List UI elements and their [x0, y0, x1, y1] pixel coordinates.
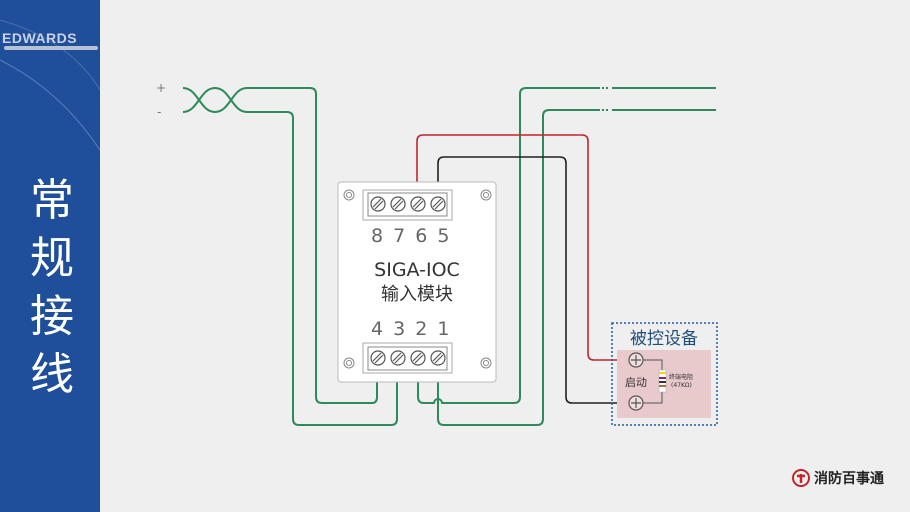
terminal-screw-icon	[390, 350, 406, 366]
logo-underline	[4, 46, 98, 50]
plus-label: +	[156, 81, 166, 95]
slide-title: 常 规 接 线	[22, 172, 82, 404]
loop-wire-plus	[247, 87, 378, 404]
title-char: 线	[30, 349, 74, 400]
resistor-value: (47KΩ)	[671, 382, 692, 389]
title-char: 规	[30, 233, 74, 284]
red-wire	[416, 134, 630, 361]
screw-slot	[412, 352, 424, 364]
siga-ioc-module: 8 7 6 5 SIGA-IOC 输入模块 4 3 2 1	[337, 181, 497, 383]
black-wire	[437, 156, 630, 404]
terminal-screw-icon	[410, 196, 426, 212]
terminal-screw-icon	[370, 350, 386, 366]
screw-slot	[392, 352, 404, 364]
sidebar: EDWARDS 常 规 接 线	[0, 0, 100, 512]
brand-icon	[792, 469, 810, 487]
module-subtitle: 输入模块	[381, 284, 453, 305]
break-dots	[602, 87, 608, 111]
resistor-icon	[658, 369, 667, 393]
start-label: 启动	[625, 376, 647, 389]
bottom-terminal-numbers: 4 3 2 1	[371, 318, 451, 340]
screw-slot	[392, 198, 404, 210]
title-char: 接	[30, 291, 74, 342]
screw-slot	[372, 198, 384, 210]
loop-out-wire-2	[437, 109, 716, 426]
controlled-device: 被控设备 启动 终端电阻 (47KΩ)	[611, 322, 718, 426]
terminal-screw-icon	[410, 350, 426, 366]
brand-logo: 消防百事通	[792, 468, 884, 488]
top-terminal-numbers: 8 7 6 5	[371, 225, 451, 247]
device-title: 被控设备	[630, 329, 698, 349]
screw-slot	[412, 198, 424, 210]
terminal-screw-icon	[370, 196, 386, 212]
screw-slot	[372, 352, 384, 364]
terminal-screw-icon	[390, 196, 406, 212]
terminal-screw-icon	[430, 350, 446, 366]
loop-out-wire-1	[417, 87, 716, 404]
edwards-logo: EDWARDS	[2, 30, 78, 46]
screw-terminal-icon	[628, 352, 644, 411]
terminal-screw-icon	[430, 196, 446, 212]
screw-slot	[432, 198, 444, 210]
loop-wire-twist	[182, 87, 248, 113]
minus-label: -	[157, 105, 161, 119]
loop-wire-minus	[247, 111, 398, 426]
title-char: 常	[30, 175, 74, 226]
screw-slot	[432, 352, 444, 364]
brand-name: 消防百事通	[814, 471, 884, 487]
module-name: SIGA-IOC	[374, 259, 460, 281]
resistor-label: 终端电阻	[669, 373, 693, 381]
